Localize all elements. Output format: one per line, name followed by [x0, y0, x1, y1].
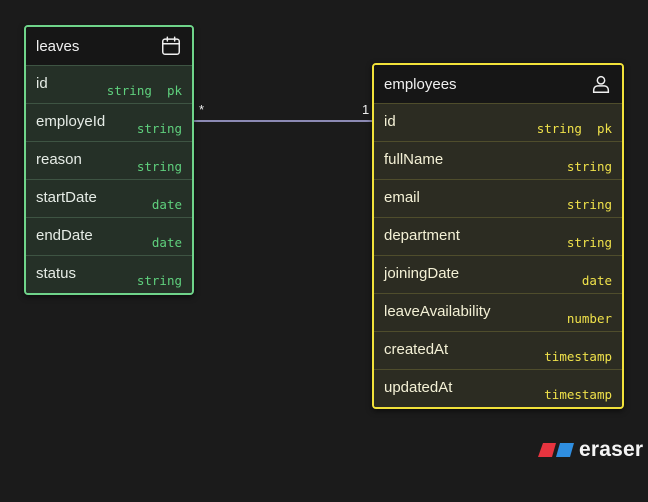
field-name: id	[384, 113, 396, 130]
field-name: reason	[36, 151, 82, 168]
field-type: string pk	[536, 121, 612, 136]
employees-field-row-fullName[interactable]: fullName string	[374, 141, 622, 179]
field-type: timestamp	[544, 349, 612, 364]
field-name: leaveAvailability	[384, 303, 491, 320]
cardinality-many-label: *	[199, 102, 205, 117]
field-name: department	[384, 227, 460, 244]
eraser-logo-icon	[538, 443, 574, 457]
leaves-field-row-startDate[interactable]: startDate date	[26, 179, 192, 217]
leaves-field-row-reason[interactable]: reason string	[26, 141, 192, 179]
eraser-brand-name: eraser	[579, 438, 644, 461]
employees-field-row-leaveAvailability[interactable]: leaveAvailability number	[374, 293, 622, 331]
leaves-field-row-status[interactable]: status string	[26, 255, 192, 293]
leaves-field-row-id[interactable]: id string pk	[26, 65, 192, 103]
calendar-icon	[162, 36, 180, 55]
employees-table-header[interactable]: employees	[374, 65, 622, 103]
employees-field-row-email[interactable]: email string	[374, 179, 622, 217]
field-name: joiningDate	[384, 265, 460, 282]
employees-table-title: employees	[384, 75, 457, 93]
field-type: string	[136, 273, 182, 288]
eraser-brand[interactable]: eraser	[538, 438, 643, 462]
employees-field-row-createdAt[interactable]: createdAt timestamp	[374, 331, 622, 369]
leaves-table-header[interactable]: leaves	[26, 27, 192, 65]
field-type: string	[566, 197, 612, 212]
field-type: number	[566, 311, 612, 326]
field-type: string	[136, 159, 182, 174]
field-name: email	[384, 189, 420, 206]
field-type: string	[566, 235, 612, 250]
field-type: string	[136, 121, 182, 136]
field-type: date	[151, 197, 182, 212]
field-name: employeId	[36, 113, 106, 130]
field-type: string	[566, 159, 612, 174]
employees-field-row-joiningDate[interactable]: joiningDate date	[374, 255, 622, 293]
field-name: createdAt	[384, 341, 449, 358]
cardinality-one-label: 1	[362, 102, 370, 117]
user-icon	[592, 75, 610, 93]
leaves-field-row-employeId[interactable]: employeId string	[26, 103, 192, 141]
employees-field-row-id[interactable]: id string pk	[374, 103, 622, 141]
field-name: startDate	[36, 189, 97, 206]
field-type: date	[151, 235, 182, 250]
field-name: id	[36, 75, 48, 92]
field-name: endDate	[36, 227, 93, 244]
employees-field-row-department[interactable]: department string	[374, 217, 622, 255]
field-name: fullName	[384, 151, 444, 168]
field-name: status	[36, 265, 77, 282]
field-type: string pk	[106, 83, 182, 98]
field-name: updatedAt	[384, 379, 453, 396]
employees-field-row-updatedAt[interactable]: updatedAt timestamp	[374, 369, 622, 407]
leaves-field-row-endDate[interactable]: endDate date	[26, 217, 192, 255]
field-type: timestamp	[544, 387, 612, 402]
leaves-table-title: leaves	[36, 37, 80, 55]
field-type: date	[581, 273, 612, 288]
